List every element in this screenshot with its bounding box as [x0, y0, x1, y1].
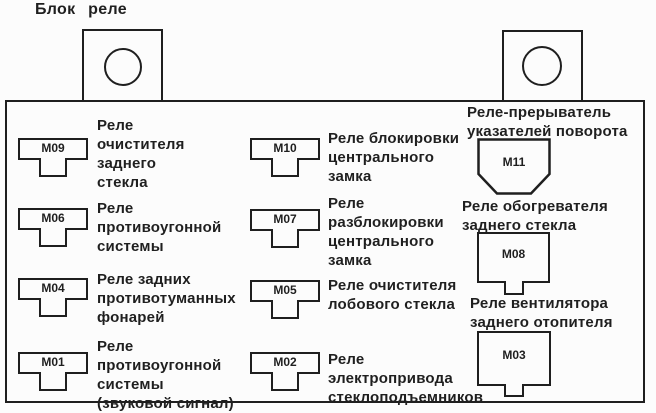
relay-id: M02 — [273, 355, 297, 369]
relay-pin-tab — [504, 281, 524, 295]
relay-id: M05 — [273, 283, 297, 297]
relay-M02: M02 — [250, 352, 320, 391]
relay-M05: M05 — [250, 280, 320, 319]
relay-label-M02: Реле электропривода стеклоподъемников — [328, 351, 484, 406]
relay-M08: M08 — [477, 232, 550, 297]
relay-M06: M06 — [18, 208, 88, 247]
relay-label-M08: Реле обогревателя заднего стекла — [462, 198, 608, 234]
relay-pin-tab — [39, 372, 67, 391]
relay-pin-tab — [504, 384, 524, 397]
mounting-tab-left — [82, 29, 163, 101]
relay-id: M01 — [41, 355, 65, 369]
relay-M01: M01 — [18, 352, 88, 391]
relay-M04: M04 — [18, 278, 88, 317]
relay-label-M04: Реле задних противотуманных фонарей — [97, 271, 236, 326]
relay-M07: M07 — [250, 209, 320, 248]
relay-label-M09: Реле очистителя заднего стекла — [97, 117, 185, 191]
relay-id: M07 — [273, 212, 297, 226]
relay-label-M03: Реле вентилятора заднего отопителя — [470, 295, 613, 331]
relay-label-M01: Реле противоугонной системы (звуковой си… — [97, 338, 234, 412]
relay-block-outline: M09 M06 M04 M01 Реле очистителя заднего … — [5, 100, 645, 412]
relay-id: M04 — [41, 281, 65, 295]
relay-id: M10 — [273, 141, 297, 155]
relay-pin-tab — [39, 298, 67, 317]
relay-M03: M03 — [477, 331, 551, 399]
relay-label-M11: Реле-прерыватель указателей поворота — [467, 104, 628, 140]
diagram-title: Блок реле — [35, 1, 127, 18]
relay-M09: M09 — [18, 138, 88, 177]
relay-pin-tab — [271, 300, 299, 319]
relay-id: M03 — [502, 348, 526, 362]
mounting-tab-right — [502, 30, 583, 101]
relay-label-M06: Реле противоугонной системы — [97, 200, 222, 255]
relay-pin-tab — [271, 158, 299, 177]
mounting-hole-icon — [522, 46, 562, 86]
relay-id: M08 — [501, 247, 526, 261]
relay-pin-tab — [39, 158, 67, 177]
relay-M11: M11 — [477, 138, 551, 195]
relay-id: M09 — [41, 141, 65, 155]
relay-id: M06 — [41, 211, 65, 225]
relay-label-M10: Реле блокировки центрального замка — [328, 130, 460, 185]
relay-pin-tab — [271, 372, 299, 391]
relay-body — [477, 138, 551, 195]
relay-id: M11 — [502, 155, 526, 169]
relay-label-M07: Реле разблокировки центрального замка — [328, 195, 444, 269]
mounting-hole-icon — [104, 48, 142, 86]
relay-label-M05: Реле очистителя лобового стекла — [328, 277, 457, 313]
relay-pin-tab — [271, 229, 299, 248]
relay-pin-tab — [39, 228, 67, 247]
relay-M10: M10 — [250, 138, 320, 177]
